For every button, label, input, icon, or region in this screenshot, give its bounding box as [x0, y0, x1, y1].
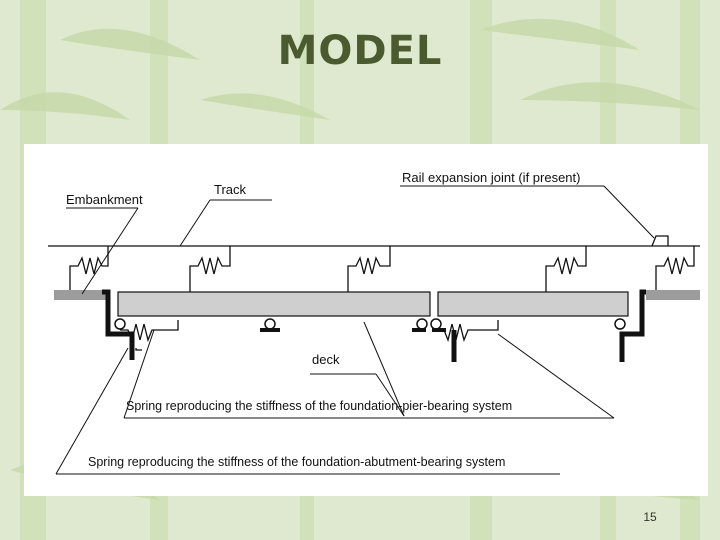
- rail-joint-notch: [651, 235, 669, 247]
- right-abutment: [619, 289, 646, 362]
- right-embankment: [646, 290, 700, 300]
- label-deck: deck: [312, 352, 340, 367]
- foundation-springs: [120, 320, 499, 351]
- slide-title: MODEL: [277, 28, 443, 74]
- page-number: 15: [643, 510, 657, 524]
- bearings: [114, 318, 626, 330]
- left-embankment: [54, 290, 106, 300]
- leader-lines: [55, 185, 655, 475]
- label-pier-spring: Spring reproducing the stiffness of the …: [126, 399, 512, 413]
- deck-span-1: [117, 291, 431, 317]
- track-springs: [69, 246, 695, 292]
- left-abutment: [102, 289, 135, 360]
- label-abutment-spring: Spring reproducing the stiffness of the …: [88, 455, 505, 469]
- deck-span-2: [437, 291, 629, 317]
- label-track: Track: [214, 182, 247, 197]
- bridge-model-diagram: Embankment Track Rail expansion joint (i…: [48, 170, 700, 475]
- diagram-panel: Embankment Track Rail expansion joint (i…: [24, 144, 708, 496]
- label-embankment: Embankment: [66, 192, 143, 207]
- label-rail-joint: Rail expansion joint (if present): [402, 170, 580, 185]
